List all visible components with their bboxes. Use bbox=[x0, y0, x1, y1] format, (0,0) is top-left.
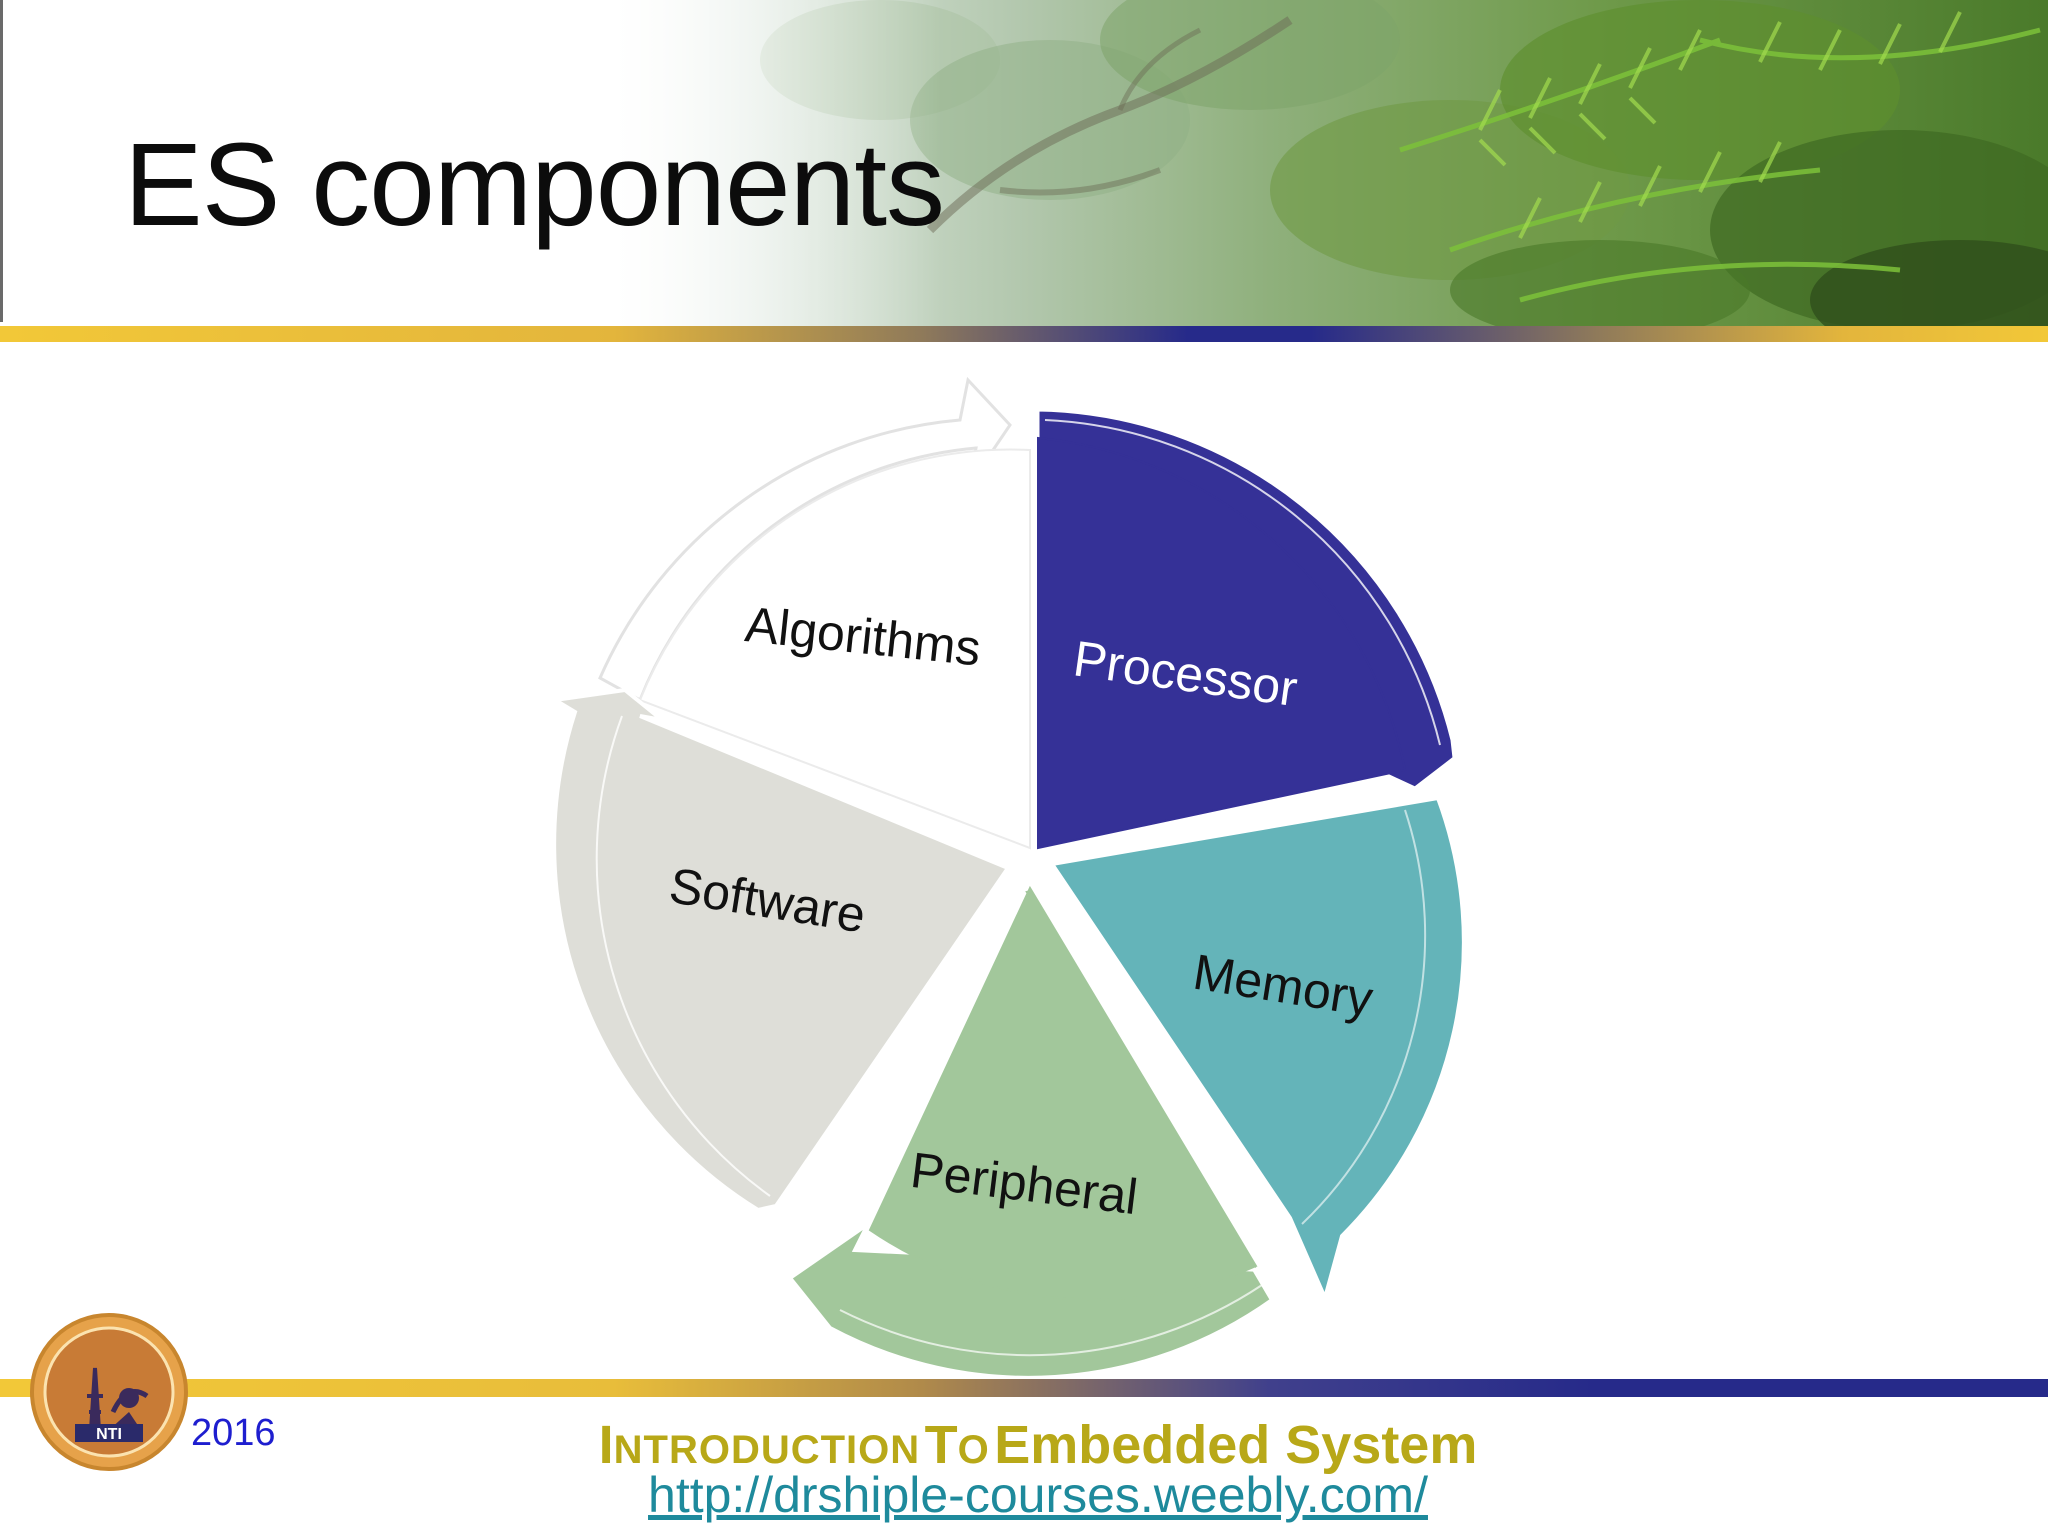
footer-title-rest1: ntroduction bbox=[613, 1428, 921, 1472]
footer-rule bbox=[0, 1379, 2048, 1397]
segment-memory bbox=[1048, 795, 1483, 1304]
segment-software bbox=[549, 687, 1012, 1213]
logo-text: NTI bbox=[96, 1426, 122, 1443]
header-banner: ES components bbox=[0, 0, 2048, 326]
segment-processor bbox=[1036, 408, 1456, 850]
footer-title: Introduction To Embedded System bbox=[588, 1414, 1488, 1476]
left-edge-line bbox=[0, 0, 3, 322]
footer-title-cap2: T bbox=[924, 1415, 958, 1475]
footer-title-rest2: o bbox=[957, 1428, 990, 1472]
nti-logo: NTI bbox=[30, 1313, 188, 1471]
forest-photo bbox=[0, 0, 2048, 326]
segment-algorithms bbox=[598, 376, 1031, 850]
slide-title: ES components bbox=[124, 119, 945, 251]
footer-title-cap1: I bbox=[598, 1415, 614, 1475]
course-website-link[interactable]: http://drshiple-courses.weebly.com/ bbox=[648, 1467, 1428, 1523]
header-rule bbox=[0, 326, 2048, 342]
segment-peripheral bbox=[787, 885, 1275, 1380]
footer-title-main: Embedded System bbox=[994, 1415, 1478, 1475]
year-label: 2016 bbox=[191, 1412, 276, 1454]
